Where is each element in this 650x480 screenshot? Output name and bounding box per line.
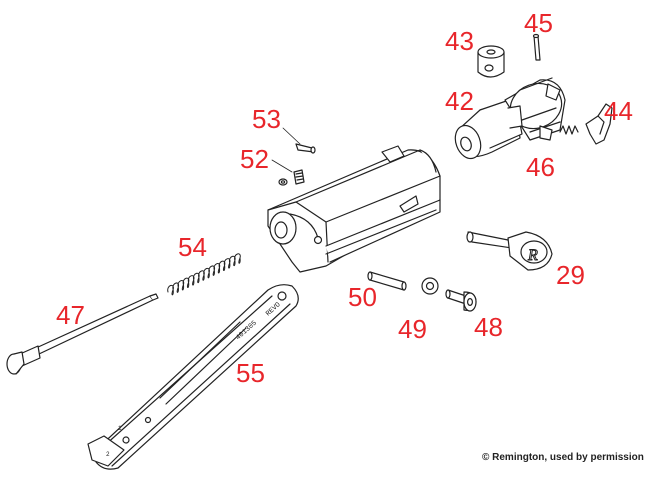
part-46-spring	[559, 125, 579, 135]
label-part-55: 55	[236, 358, 265, 388]
part-29-bolt-handle: R	[466, 231, 553, 271]
part-49-washer	[421, 277, 439, 295]
receiver-body	[267, 145, 441, 273]
label-part-50: 50	[348, 282, 377, 312]
svg-text:R: R	[527, 247, 538, 264]
label-part-47: 47	[56, 300, 85, 330]
part-43-sleeve	[477, 45, 505, 78]
label-part-42: 42	[445, 86, 474, 116]
part-48-screw	[445, 289, 477, 312]
part-54-spring	[167, 253, 241, 296]
part-44-extractor	[585, 103, 613, 145]
part-45-pin	[532, 33, 541, 61]
part-55-lever-arm: 401305 REVO 2 1	[87, 284, 299, 470]
lever-mark-b: 1	[118, 425, 122, 432]
label-part-49: 49	[398, 314, 427, 344]
label-part-44: 44	[604, 96, 633, 126]
label-part-48: 48	[474, 312, 503, 342]
lever-mark-a: 2	[106, 451, 110, 458]
label-part-52: 52	[240, 144, 269, 174]
label-part-45: 45	[524, 8, 553, 38]
leader-lines	[271, 127, 301, 173]
label-part-53: 53	[252, 104, 281, 134]
part-52-screw	[278, 169, 305, 186]
part-47-rod	[6, 293, 159, 375]
part-53-pin	[295, 143, 316, 154]
part-50-pin	[367, 271, 407, 291]
label-part-54: 54	[178, 232, 207, 262]
label-part-46: 46	[526, 152, 555, 182]
part-42-bolt-head	[454, 77, 566, 160]
label-part-43: 43	[445, 26, 474, 56]
label-part-29: 29	[556, 260, 585, 290]
copyright-credit: © Remington, used by permission	[482, 452, 644, 463]
